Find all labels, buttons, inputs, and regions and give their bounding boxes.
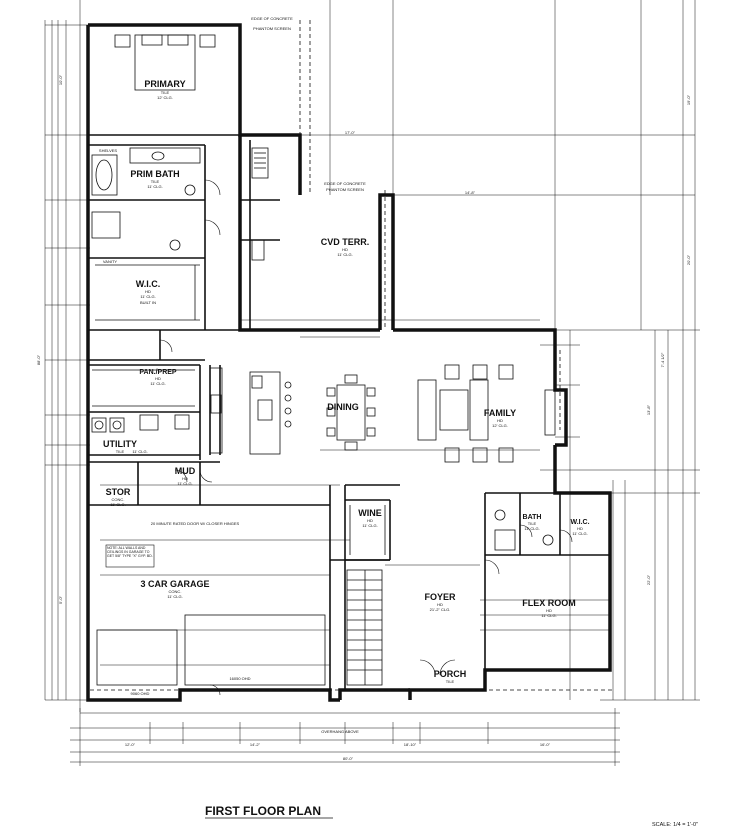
- room-flex-ceiling: 11' CLG.: [541, 613, 556, 618]
- room-labels: PRIMARY TILE 12' CLG. PRIM BATH TILE 11'…: [103, 79, 590, 684]
- note-vanity: VANITY: [103, 259, 117, 264]
- dim-overall-width: 80'-0": [343, 756, 354, 761]
- room-cvd-terr-ceiling: 11' CLG.: [337, 252, 352, 257]
- dim-12: 7'-4 1/2": [660, 352, 665, 367]
- room-wic: W.I.C.: [136, 279, 161, 289]
- room-wic-2-ceiling: 11' CLG.: [572, 531, 587, 536]
- drawing-scale: SCALE: 1/4 = 1'-0": [652, 822, 698, 828]
- room-utility: UTILITY: [103, 439, 137, 449]
- dim-8: 20'-0": [686, 254, 691, 265]
- dimension-lines: [44, 0, 700, 766]
- note-edge-concrete: EDGE OF CONCRETE: [251, 16, 293, 21]
- fixtures: [91, 34, 556, 686]
- room-family: FAMILY: [484, 408, 516, 418]
- room-prim-bath-ceiling: 11' CLG.: [147, 184, 162, 189]
- note-shelves: SHELVES: [99, 148, 117, 153]
- dashed-lines: [90, 20, 615, 691]
- room-foyer: FOYER: [424, 592, 456, 602]
- note-garage-door-2: 9060 OHD: [131, 691, 150, 696]
- room-stor: STOR: [106, 487, 131, 497]
- room-dining: DINING: [327, 402, 359, 412]
- room-primary-finish: TILE: [161, 90, 170, 95]
- room-pan-prep: PAN./PREP: [139, 369, 177, 376]
- room-bath-ceiling: 11' CLG.: [524, 526, 539, 531]
- room-stor-finish: CONC.: [112, 497, 125, 502]
- note-overhang: OVERHANG ABOVE: [321, 729, 359, 734]
- room-utility-ceiling: 11' CLG.: [132, 449, 147, 454]
- dim-7: 19'-0": [686, 94, 691, 105]
- room-prim-bath: PRIM BATH: [130, 169, 179, 179]
- room-foyer-ceiling: 21'-2" CLG.: [430, 607, 451, 612]
- room-garage-ceiling: 11' CLG.: [167, 594, 182, 599]
- note-phantom-screen: PHANTOM SCREEN: [253, 26, 291, 31]
- room-family-ceiling: 12' CLG.: [492, 423, 508, 428]
- room-cvd-terr: CVD TERR.: [321, 237, 370, 247]
- room-pan-prep-finish: HD: [155, 376, 161, 381]
- room-bath-finish: TILE: [528, 521, 537, 526]
- room-porch: PORCH: [434, 669, 467, 679]
- interior-walls: [88, 134, 610, 690]
- room-stor-ceiling: 11' CLG.: [110, 502, 125, 507]
- dimension-text: 80'-0" 88'-0" 12'-0" 14'-2" 18'-10" 16'-…: [36, 74, 691, 761]
- dim-3: 18'-10": [404, 742, 417, 747]
- room-mud-ceiling: 11' CLG.: [177, 481, 192, 486]
- dim-1: 12'-0": [125, 742, 136, 747]
- note-fire-door: 20 MINUTE RATED DOOR W/ CLOSER HINGES: [151, 521, 240, 526]
- room-wic-finish: HD: [145, 289, 151, 294]
- room-wine-finish: HD: [367, 518, 373, 523]
- note-garage-door-1: 16050 OHD: [229, 676, 250, 681]
- notes: EDGE OF CONCRETE PHANTOM SCREEN EDGE OF …: [99, 16, 366, 734]
- room-wic-2-finish: HD: [577, 526, 583, 531]
- dim-4: 16'-0": [540, 742, 551, 747]
- room-cvd-terr-finish: HD: [342, 247, 348, 252]
- dim-overall-height: 88'-0": [36, 354, 41, 365]
- room-flex: FLEX ROOM: [522, 598, 576, 608]
- room-wine: WINE: [358, 508, 382, 518]
- room-mud: MUD: [175, 466, 196, 476]
- dim-10: 10'-0": [58, 74, 63, 85]
- note-built-in: BUILT IN: [140, 300, 156, 305]
- room-primary: PRIMARY: [144, 79, 185, 89]
- room-foyer-finish: HD: [437, 602, 443, 607]
- note-edge-concrete-2: EDGE OF CONCRETE: [324, 181, 366, 186]
- room-wine-ceiling: 11' CLG.: [362, 523, 377, 528]
- drawing-title: FIRST FLOOR PLAN: [205, 804, 321, 818]
- dim-11: 22'-0": [646, 574, 651, 585]
- room-wic-ceiling: 11' CLG.: [140, 294, 155, 299]
- dim-5: 17'-0": [345, 130, 356, 135]
- dim-9: 13'-8": [646, 404, 651, 415]
- room-prim-bath-finish: TILE: [151, 179, 160, 184]
- room-garage: 3 CAR GARAGE: [140, 579, 209, 589]
- room-flex-finish: HD: [546, 608, 552, 613]
- dim-13: 5'-0": [58, 595, 63, 604]
- room-garage-finish: CONC.: [169, 589, 182, 594]
- room-mud-finish: HD: [182, 476, 188, 481]
- room-wic-2: W.I.C.: [570, 519, 589, 526]
- note-phantom-screen-2: PHANTOM SCREEN: [326, 187, 364, 192]
- room-utility-finish: TILE: [116, 449, 125, 454]
- dim-2: 14'-2": [250, 742, 261, 747]
- room-pan-prep-ceiling: 11' CLG.: [150, 381, 165, 386]
- room-bath: BATH: [523, 514, 542, 521]
- dim-6: 14'-8": [465, 190, 476, 195]
- note-garage-walls: NOTE: ALL WALLS AND CEILINGS IN GARAGE T…: [107, 546, 153, 559]
- door-swings: [159, 179, 573, 696]
- room-family-finish: HD: [497, 418, 503, 423]
- room-primary-ceiling: 12' CLG.: [157, 95, 173, 100]
- room-porch-finish: TILE: [446, 679, 455, 684]
